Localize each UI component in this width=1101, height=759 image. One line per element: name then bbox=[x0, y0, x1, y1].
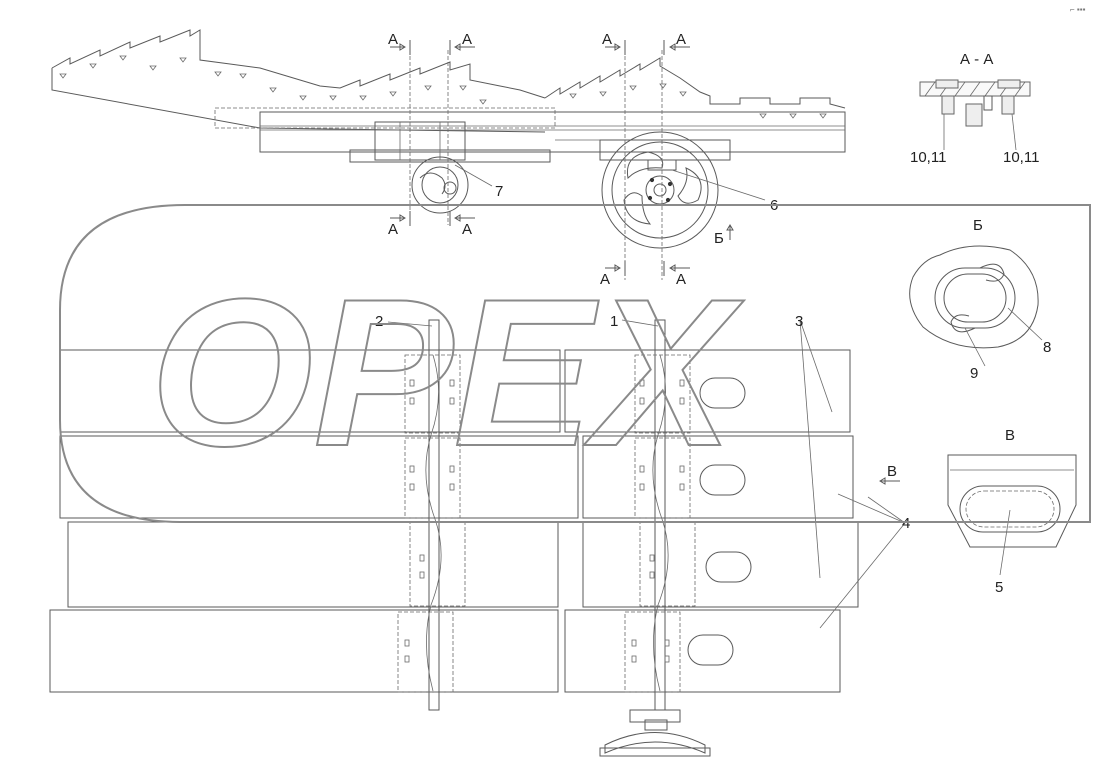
label-part-7: 7 bbox=[495, 183, 503, 200]
cut-mark-a-8: А bbox=[676, 271, 686, 288]
cut-mark-a-3: А bbox=[602, 31, 612, 48]
cut-mark-v: В bbox=[887, 463, 897, 480]
cut-mark-a-4: А bbox=[676, 31, 686, 48]
label-part-8: 8 bbox=[1043, 339, 1051, 356]
plan-view bbox=[49, 319, 859, 757]
label-part-5: 5 bbox=[995, 579, 1003, 596]
view-b bbox=[909, 245, 1039, 349]
cut-mark-a-7: А bbox=[600, 271, 610, 288]
section-aa-view bbox=[919, 79, 1031, 151]
view-v-title: В bbox=[1005, 427, 1015, 444]
watermark-group: OPEX bbox=[59, 204, 1091, 523]
label-10-11-left: 10,11 bbox=[910, 149, 946, 166]
label-part-3: 3 bbox=[795, 313, 803, 330]
side-view bbox=[51, 29, 846, 280]
cut-mark-a-6: А bbox=[462, 221, 472, 238]
corner-mark: ⌐ ▪▪▪ bbox=[1070, 5, 1086, 14]
label-10-11-right: 10,11 bbox=[1003, 149, 1039, 166]
cut-mark-b: Б bbox=[714, 230, 724, 247]
section-aa-title: А - А bbox=[960, 51, 993, 68]
cut-mark-a-1: А bbox=[388, 31, 398, 48]
cut-mark-a-2: А bbox=[462, 31, 472, 48]
view-v bbox=[947, 454, 1077, 548]
label-part-4: 4 bbox=[902, 515, 910, 532]
section-markers-top: А А А А А А А А Б В bbox=[388, 31, 900, 485]
cut-mark-a-5: А bbox=[388, 221, 398, 238]
label-part-1: 1 bbox=[610, 313, 618, 330]
label-part-9: 9 bbox=[970, 365, 978, 382]
label-part-2: 2 bbox=[375, 313, 383, 330]
view-b-title: Б bbox=[973, 217, 983, 234]
leader-lines bbox=[387, 164, 1043, 629]
watermark-text: OPEX bbox=[150, 255, 744, 490]
